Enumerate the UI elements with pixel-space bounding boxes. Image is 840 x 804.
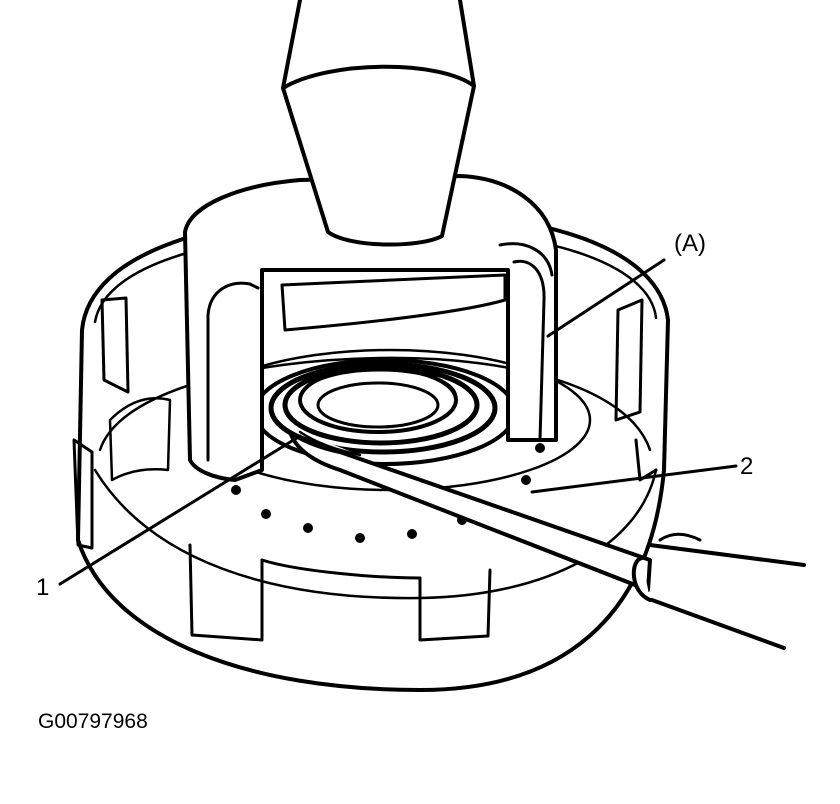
callout-1-label: 1: [36, 574, 50, 601]
drum-slots: [72, 296, 658, 642]
screwdriver: [288, 430, 806, 650]
spring-compressor-tool: [183, 0, 558, 482]
callout-a-label: (A): [674, 230, 706, 257]
leader-lines: [58, 258, 738, 586]
leader-line-2: [530, 464, 738, 494]
leader-line-a: [546, 258, 666, 338]
leader-line-1: [58, 434, 302, 586]
figure-id-label: G00797968: [38, 710, 148, 733]
callout-2-label: 2: [740, 453, 754, 480]
